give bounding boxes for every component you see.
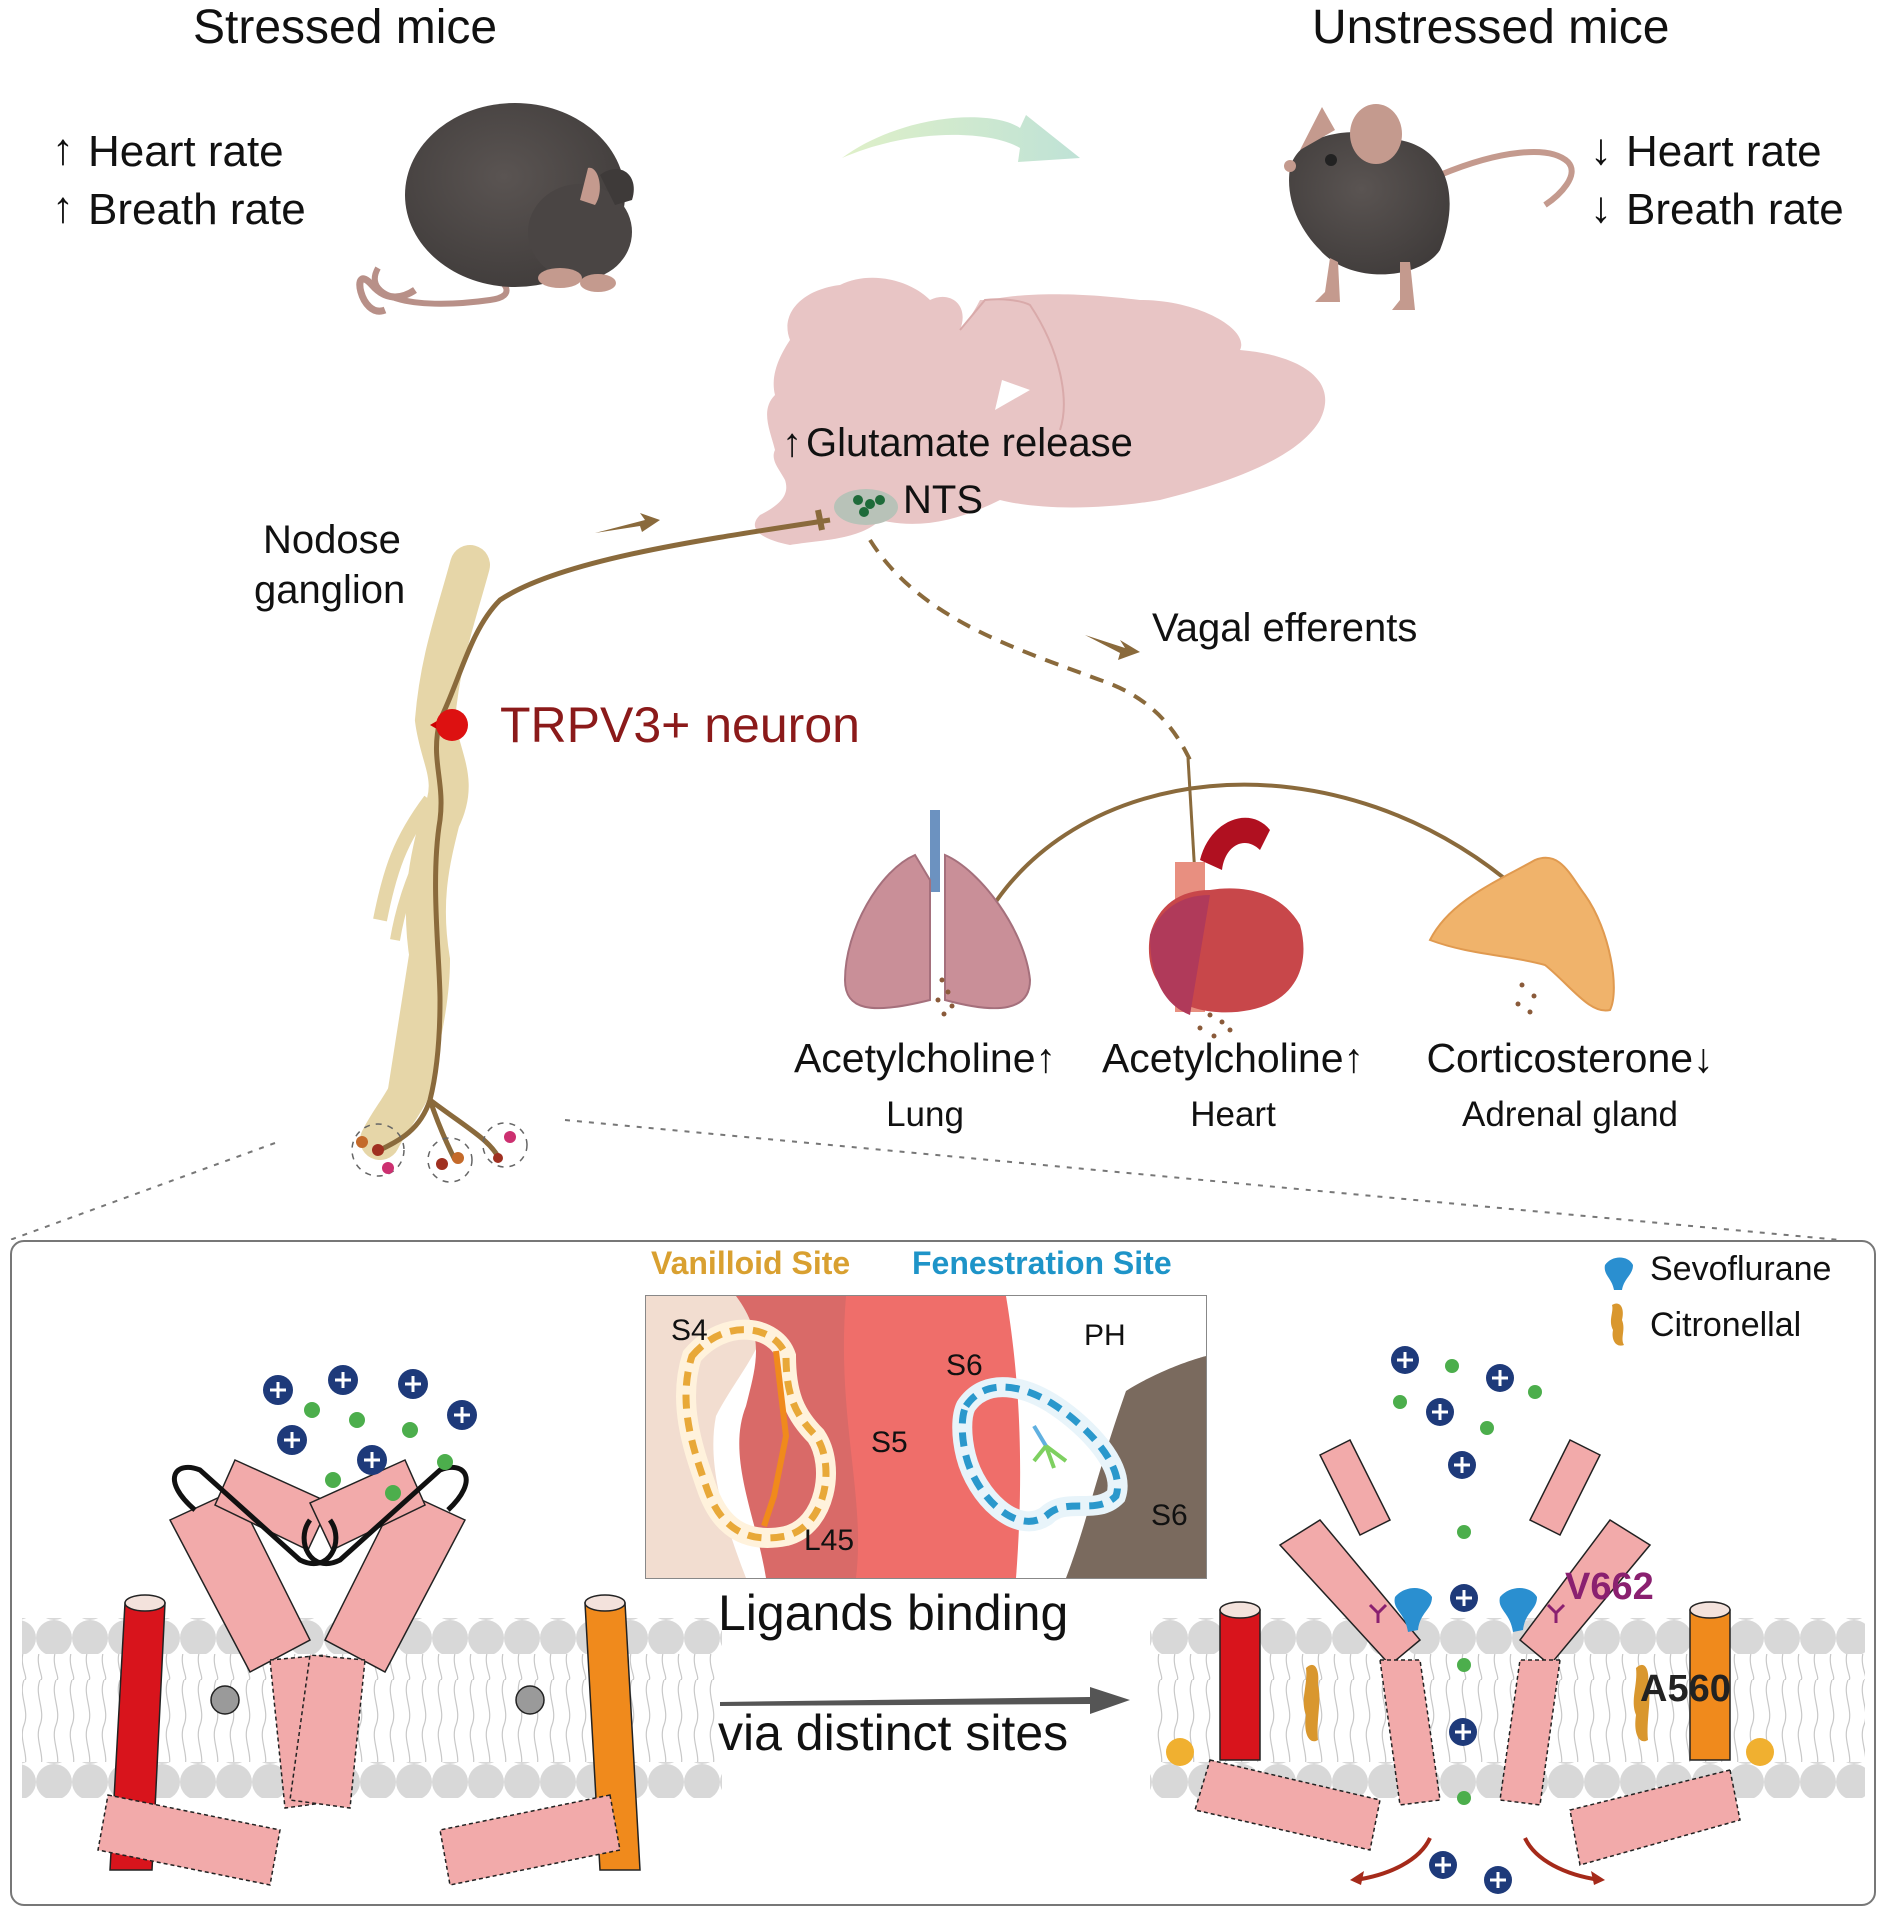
binding-site-inset: S4 S5 S6 PH S6 L45 <box>645 1295 1207 1579</box>
label-s6-upper: S6 <box>946 1349 983 1382</box>
stressed-heart-rate: Heart rate <box>88 127 284 176</box>
label-s5: S5 <box>871 1426 908 1459</box>
trpv3-neuron-icon <box>430 709 468 741</box>
binding-site-structure <box>646 1296 1206 1578</box>
trpv3-neuron-label: TRPV3+ neuron <box>500 697 860 753</box>
stressed-mice-title: Stressed mice <box>193 1 498 54</box>
organ-heart: Acetylcholine↑ Heart <box>1098 1035 1368 1134</box>
afferent-nerve <box>360 509 831 1162</box>
unstressed-heart-rate: Heart rate <box>1626 127 1822 176</box>
molecule-label: Corticosterone <box>1426 1035 1694 1081</box>
up-arrow-icon: ↑ <box>52 183 74 232</box>
down-arrow-icon: ↓ <box>1693 1035 1714 1081</box>
molecule-label: Acetylcholine <box>1101 1035 1344 1081</box>
fenestration-site-title: Fenestration Site <box>912 1245 1172 1281</box>
nodose-ganglion-label-line2: ganglion <box>254 568 406 612</box>
molecule-label: Acetylcholine <box>793 1035 1036 1081</box>
vagal-efferent-nerve <box>868 538 1537 961</box>
stressed-mouse-icon <box>356 103 634 315</box>
up-arrow-icon: ↑ <box>1343 1035 1365 1081</box>
nts-label: NTS <box>903 478 983 522</box>
via-distinct-sites-label: via distinct sites <box>718 1705 1069 1761</box>
nodose-ganglion-label-line1: Nodose <box>263 518 401 562</box>
organ-name: Heart <box>1190 1095 1276 1134</box>
heart-icon <box>1148 817 1304 1039</box>
brain-icon <box>754 277 1326 545</box>
transition-arrow-icon <box>842 115 1080 162</box>
stressed-breath-rate: Breath rate <box>88 185 306 234</box>
up-arrow-icon: ↑ <box>1035 1035 1057 1081</box>
organ-adrenal-gland: Corticosterone↓ Adrenal gland <box>1410 1035 1730 1134</box>
up-arrow-icon: ↑ <box>782 421 802 465</box>
lung-icon <box>843 810 1032 1017</box>
ligands-binding-label: Ligands binding <box>718 1585 1069 1641</box>
zoom-guide-lines <box>9 1119 1841 1240</box>
down-arrow-icon: ↓ <box>1590 125 1612 174</box>
label-s4: S4 <box>671 1314 708 1347</box>
label-l45: L45 <box>804 1524 855 1557</box>
up-arrow-icon: ↑ <box>52 125 74 174</box>
residue-v662: V662 <box>1565 1566 1654 1608</box>
organ-name: Adrenal gland <box>1462 1095 1678 1134</box>
vanilloid-site-title: Vanilloid Site <box>651 1245 851 1281</box>
unstressed-mouse-icon <box>1284 104 1575 310</box>
unstressed-breath-rate: Breath rate <box>1626 185 1844 234</box>
nerve-endings <box>351 1122 528 1183</box>
down-arrow-icon: ↓ <box>1590 183 1612 232</box>
legend-citronellal: Citronellal <box>1650 1306 1802 1344</box>
legend-sevoflurane: Sevoflurane <box>1650 1250 1832 1288</box>
residue-a560: A560 <box>1640 1668 1731 1710</box>
unstressed-mice-title: Unstressed mice <box>1312 1 1670 54</box>
top-illustration <box>9 103 1841 1240</box>
organ-lung: Acetylcholine↑ Lung <box>790 1035 1060 1134</box>
vagal-efferents-label: Vagal efferents <box>1152 606 1418 650</box>
label-ph: PH <box>1084 1319 1126 1352</box>
organ-name: Lung <box>886 1095 964 1134</box>
label-s6-lower: S6 <box>1151 1499 1188 1532</box>
adrenal-gland-icon <box>1428 856 1615 1015</box>
receptor-dots <box>356 1131 516 1174</box>
